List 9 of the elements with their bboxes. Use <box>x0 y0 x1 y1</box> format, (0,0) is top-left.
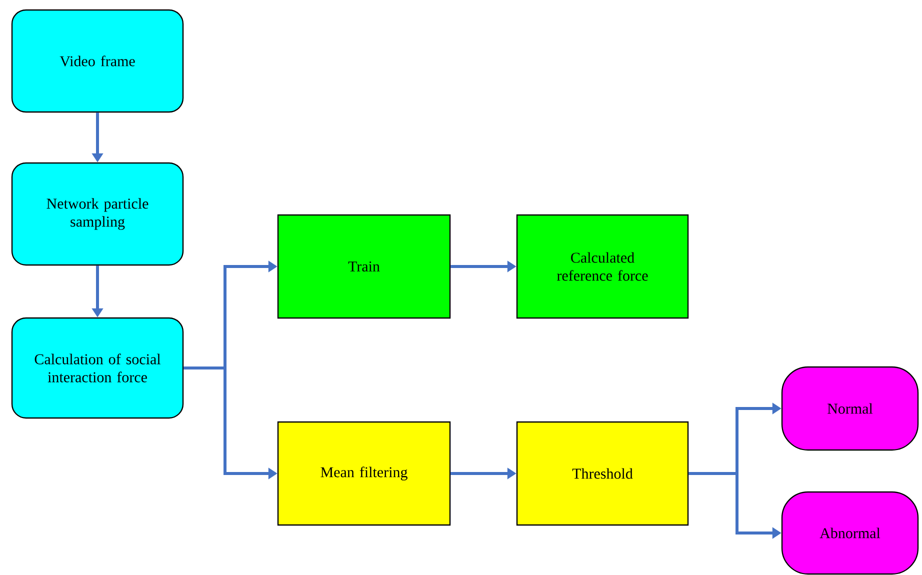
process-box: Network particle sampling <box>11 162 184 266</box>
process-box: Threshold <box>516 421 689 526</box>
process-box: Calculated reference force <box>516 214 689 319</box>
terminal-box: Normal <box>781 366 919 451</box>
terminal-box: Abnormal <box>781 491 919 575</box>
process-box: Calculation of social interaction force <box>11 317 184 419</box>
process-box: Video frame <box>11 9 184 113</box>
process-box: Mean filtering <box>277 421 451 526</box>
process-box: Train <box>277 214 451 319</box>
